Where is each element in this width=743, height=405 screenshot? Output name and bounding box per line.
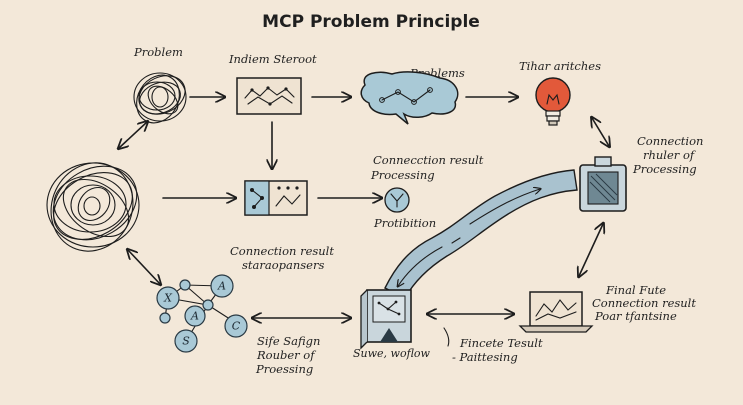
label-tihar: Tihar aritches xyxy=(519,59,601,73)
label-problem: Problem xyxy=(133,45,183,59)
workflow-device-icon xyxy=(360,289,412,350)
label-final-2: Connection result xyxy=(592,296,696,310)
label-protibition: Protibition xyxy=(373,216,436,230)
label-lower-result-1: Connection result xyxy=(230,244,334,258)
label-fincete-2: - Paittesing xyxy=(452,350,518,364)
arrow-double-icon xyxy=(592,118,609,146)
label-connection-right-1: Connection xyxy=(637,134,703,148)
svg-text:A: A xyxy=(217,280,226,293)
process-card-icon xyxy=(244,180,308,216)
network-node: X xyxy=(156,286,180,310)
label-indiem: Indiem Steroot xyxy=(228,52,317,66)
svg-text:C: C xyxy=(232,320,241,333)
large-tangle-icon xyxy=(46,162,140,252)
label-fincete-1: Fincete Tesult xyxy=(459,336,543,350)
protibition-circle-icon xyxy=(384,187,410,213)
flow-band xyxy=(384,169,578,299)
processing-device-icon xyxy=(579,156,627,212)
network-node: A xyxy=(210,274,234,298)
label-site-1: Sife Safign xyxy=(257,334,320,348)
label-site-2: Rouber of xyxy=(256,348,316,362)
label-workflow: Suwe, woflow xyxy=(353,347,431,360)
label-lower-result-2: staraopansers xyxy=(242,258,324,272)
flourish-icon xyxy=(443,327,450,347)
problems-cloud-icon xyxy=(360,71,459,125)
svg-text:S: S xyxy=(182,335,190,348)
label-connection-right-3: Processing xyxy=(632,162,697,176)
label-site-3: Proessing xyxy=(255,362,313,376)
network-node: A xyxy=(184,305,206,327)
network-node: C xyxy=(224,314,248,338)
arrow-double-icon xyxy=(579,224,603,276)
arrow-double-icon xyxy=(128,250,160,284)
arrows xyxy=(119,97,609,347)
network-graph: X A A C S xyxy=(156,274,248,353)
label-final-3: Poar tfantsine xyxy=(594,309,677,323)
label-final-1: Final Fute xyxy=(605,283,666,297)
laptop-icon xyxy=(518,291,594,333)
label-mid-result-1: Connecction result xyxy=(373,153,484,167)
lightbulb-icon xyxy=(535,77,571,126)
network-node: S xyxy=(174,329,198,353)
arrow-double-icon xyxy=(119,122,147,148)
svg-text:A: A xyxy=(190,310,199,323)
small-tangle-icon xyxy=(133,72,187,124)
svg-text:X: X xyxy=(163,292,173,305)
label-mid-result-2: Processing xyxy=(370,168,435,182)
diagram-title: MCP Problem Principle xyxy=(262,12,480,32)
label-connection-right-2: rhuler of xyxy=(643,148,696,162)
indiem-card-icon xyxy=(236,77,302,115)
